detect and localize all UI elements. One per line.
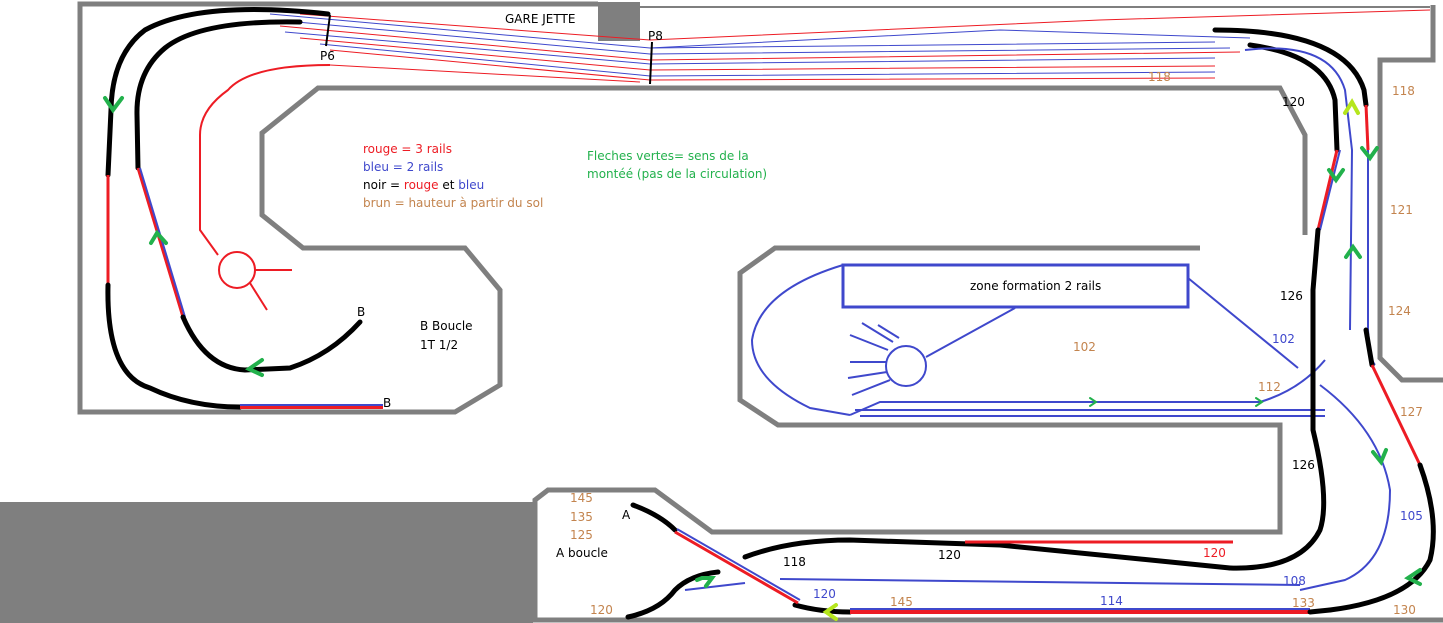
track-label: 126 <box>1292 458 1315 472</box>
left-loop <box>103 7 383 410</box>
track-label: 120 <box>1203 546 1226 560</box>
track-label: 118 <box>1392 84 1415 98</box>
track-label: 112 <box>1258 380 1281 394</box>
track-label: B Boucle <box>420 319 473 333</box>
track-label: 125 <box>570 528 593 542</box>
track-label: 108 <box>1283 574 1306 588</box>
arrows-note-1: Fleches vertes= sens de la <box>587 149 749 163</box>
track-label: 118 <box>783 555 806 569</box>
track-label: 121 <box>1390 203 1413 217</box>
zone-formation-label: zone formation 2 rails <box>970 279 1101 293</box>
arrows-note-2: montéé (pas de la circulation) <box>587 167 767 181</box>
track-label: 120 <box>813 587 836 601</box>
station-name: GARE JETTE <box>505 12 575 26</box>
track-label: 130 <box>1393 603 1416 617</box>
station-tracks <box>269 9 1431 85</box>
track-label: 126 <box>1280 289 1303 303</box>
track-label: 1T 1/2 <box>420 338 458 352</box>
legend-blue: bleu = 2 rails <box>363 160 443 174</box>
track-label: 145 <box>890 595 913 609</box>
track-label: 105 <box>1400 509 1423 523</box>
track-label: P8 <box>648 29 663 43</box>
marker-p6 <box>325 14 331 47</box>
track-label: P6 <box>320 49 335 63</box>
track-label: 118 <box>1148 70 1171 84</box>
track-label: A boucle <box>556 546 608 560</box>
turntable-left <box>218 251 256 289</box>
track-label: A <box>622 508 631 522</box>
marker-p8 <box>649 41 653 85</box>
bottom-tracks <box>625 502 1333 621</box>
legend-black: noir = rouge et bleu <box>363 178 484 192</box>
station-building <box>598 2 640 41</box>
track-label: 120 <box>1282 95 1305 109</box>
track-label: B <box>357 305 365 319</box>
track-label: 102 <box>1272 332 1295 346</box>
center-yard <box>750 264 1326 417</box>
zone-formation-box <box>841 263 1190 309</box>
track-label: 145 <box>570 491 593 505</box>
track-label: 114 <box>1100 594 1123 608</box>
track-label: 120 <box>590 603 613 617</box>
track-label: 135 <box>570 510 593 524</box>
legend-red: rouge = 3 rails <box>363 142 452 156</box>
legend: rouge = 3 rails bleu = 2 rails noir = ro… <box>363 142 767 210</box>
track-label: 127 <box>1400 405 1423 419</box>
track-label: 102 <box>1073 340 1096 354</box>
track-label: B <box>383 396 391 410</box>
right-loop <box>1212 27 1436 613</box>
turntable-center <box>885 345 927 387</box>
legend-brown: brun = hauteur à partir du sol <box>363 196 543 210</box>
track-label: 120 <box>938 548 961 562</box>
track-label: 124 <box>1388 304 1411 318</box>
track-label: 133 <box>1292 596 1315 610</box>
blocked-area <box>0 502 533 623</box>
